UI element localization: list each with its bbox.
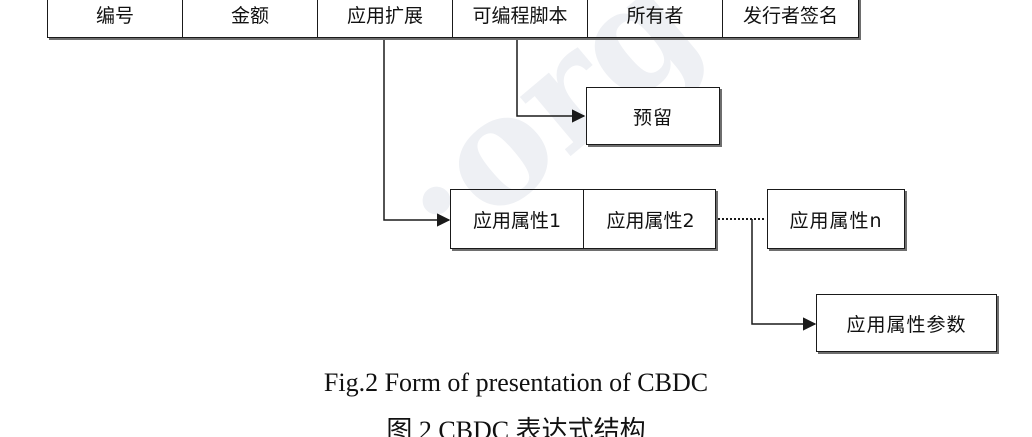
- reserved-box: 预留: [586, 87, 720, 145]
- field-cell-amount: 金额: [183, 0, 318, 37]
- attribute-1-cell: 应用属性1: [451, 190, 584, 248]
- attribute-n-box: 应用属性n: [767, 189, 905, 249]
- attribute-to-params-connector: [751, 219, 817, 331]
- field-cell-issuer-signature: 发行者签名: [742, 4, 838, 27]
- attribute-2-cell: 应用属性2: [606, 209, 695, 232]
- extension-to-attribute-connector: [383, 38, 451, 227]
- attribute-row: 应用属性1 应用属性2: [450, 189, 716, 249]
- field-cell-script: 可编程脚本: [453, 0, 588, 37]
- field-cell-owner: 所有者: [588, 0, 723, 37]
- figure-caption-chinese: 图 2 CBDC 表达式结构: [386, 416, 646, 437]
- field-cell-app-extension: 应用扩展: [318, 0, 453, 37]
- figure-caption-english: Fig.2 Form of presentation of CBDC: [323, 368, 709, 397]
- script-to-reserved-connector: [516, 38, 586, 123]
- attribute-params-box: 应用属性参数: [816, 294, 997, 352]
- cbdc-field-row: 编号 金额 应用扩展 可编程脚本 所有者 发行者签名: [47, 0, 859, 38]
- field-cell-serial: 编号: [48, 0, 183, 37]
